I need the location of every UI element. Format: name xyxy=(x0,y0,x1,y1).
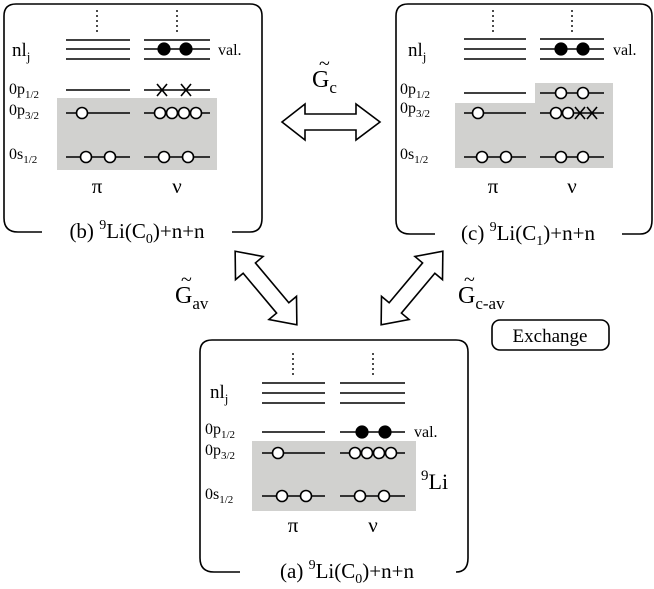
nucleon xyxy=(103,150,117,164)
nucleon xyxy=(177,106,191,120)
row-label-p12: 0p1/2 xyxy=(205,421,235,441)
nucleon xyxy=(561,106,575,120)
vacancy-cross-icon xyxy=(180,83,192,97)
nucleon xyxy=(153,106,167,120)
row-label-p32: 0p3/2 xyxy=(9,102,39,122)
panel-caption: (c) 9Li(C1)+n+n xyxy=(461,220,595,249)
coupling-label-gav: Gav xyxy=(175,283,209,313)
row-label-p12: 0p1/2 xyxy=(9,81,39,101)
row-label-nlj: nlj xyxy=(210,382,228,406)
nucleon xyxy=(576,86,590,100)
nucleon xyxy=(348,446,362,460)
nucleon xyxy=(372,446,386,460)
neutron-label: ν xyxy=(172,174,182,198)
row-label-p12: 0p1/2 xyxy=(400,81,430,101)
nucleon xyxy=(157,150,171,164)
coupling-label-gc: Gc xyxy=(312,67,337,97)
valence-label: val. xyxy=(218,42,242,59)
nucleon xyxy=(271,446,285,460)
row-label-p32: 0p3/2 xyxy=(205,442,235,462)
row-label-s12: 0s1/2 xyxy=(400,146,428,166)
nucleon xyxy=(471,106,485,120)
core-shading xyxy=(455,83,613,168)
nucleon xyxy=(499,150,513,164)
nucleon xyxy=(275,489,289,503)
panel-a: (a) 9Li(C0)+n+n nlj 0p1/2 0p3/2 0s1/2 va… xyxy=(199,339,469,587)
nucleon xyxy=(384,446,398,460)
tilde-mark: ~ xyxy=(464,269,475,291)
nucleon xyxy=(181,150,195,164)
nucleon xyxy=(353,489,367,503)
double-arrow-icon xyxy=(280,102,382,142)
exchange-label: Exchange xyxy=(513,326,588,347)
row-label-s12: 0s1/2 xyxy=(205,486,233,506)
nucleon xyxy=(554,86,568,100)
row-label-s12: 0s1/2 xyxy=(9,146,37,166)
valence-label: val. xyxy=(414,424,438,441)
nucleon xyxy=(475,150,489,164)
nucleon xyxy=(576,150,590,164)
panel-b: (b) 9Li(C0)+n+n xyxy=(3,3,263,247)
panel-frame xyxy=(3,3,263,233)
row-label-p32: 0p3/2 xyxy=(400,100,430,120)
valence-neutron xyxy=(355,425,369,439)
valence-neutron xyxy=(179,42,193,56)
tilde-mark: ~ xyxy=(181,269,192,291)
vacancy-cross-icon xyxy=(574,106,586,120)
exchange-box xyxy=(491,319,610,351)
nucleon xyxy=(189,106,203,120)
proton-label: π xyxy=(288,513,299,537)
vacancy-cross-icon xyxy=(586,106,598,120)
double-arrow-icon xyxy=(380,250,444,326)
nucleon xyxy=(360,446,374,460)
coupling-label-gcav: Gc-av xyxy=(458,283,505,313)
tilde-mark: ~ xyxy=(319,53,330,75)
panel-frame xyxy=(199,339,469,573)
panel-frame xyxy=(395,3,653,235)
valence-neutron xyxy=(378,425,392,439)
double-arrow-icon xyxy=(234,250,298,326)
nucleon xyxy=(75,106,89,120)
row-label-nlj: nlj xyxy=(408,40,426,64)
panel-caption: (a) 9Li(C0)+n+n xyxy=(280,558,414,587)
proton-label: π xyxy=(92,174,103,198)
valence-neutron xyxy=(554,42,568,56)
valence-neutron xyxy=(576,42,590,56)
panel-c: (c) 9Li(C1)+n+n nlj 0p1/2 xyxy=(395,3,653,249)
valence-neutron xyxy=(157,42,171,56)
row-label-nlj: nlj xyxy=(12,40,30,64)
nucleon xyxy=(554,150,568,164)
neutron-label: ν xyxy=(567,174,577,198)
valence-label: val. xyxy=(613,42,637,59)
nucleon xyxy=(79,150,93,164)
proton-label: π xyxy=(488,174,499,198)
neutron-label: ν xyxy=(368,513,378,537)
panel-caption: (b) 9Li(C0)+n+n xyxy=(69,218,205,247)
vacancy-cross-icon xyxy=(156,83,168,97)
nucleon xyxy=(377,489,391,503)
nucleon xyxy=(549,106,563,120)
nucleon xyxy=(165,106,179,120)
nucleon xyxy=(299,489,313,503)
core-nucleus-label: 9Li xyxy=(421,468,448,494)
